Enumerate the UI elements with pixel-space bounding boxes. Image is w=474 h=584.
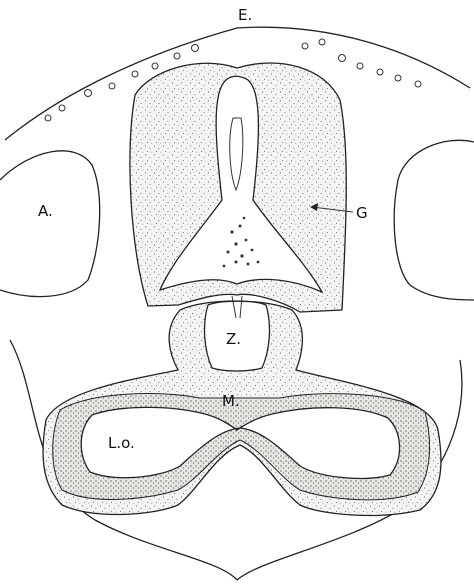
label-m: M.: [222, 392, 240, 410]
label-lo: L.o.: [108, 434, 135, 452]
label-z: Z.: [226, 330, 241, 348]
right-optic-vesicle: [394, 140, 474, 300]
label-e: E.: [238, 6, 252, 24]
label-a: A.: [38, 202, 53, 220]
left-optic-vesicle: [0, 151, 100, 297]
label-g: G: [356, 204, 368, 222]
